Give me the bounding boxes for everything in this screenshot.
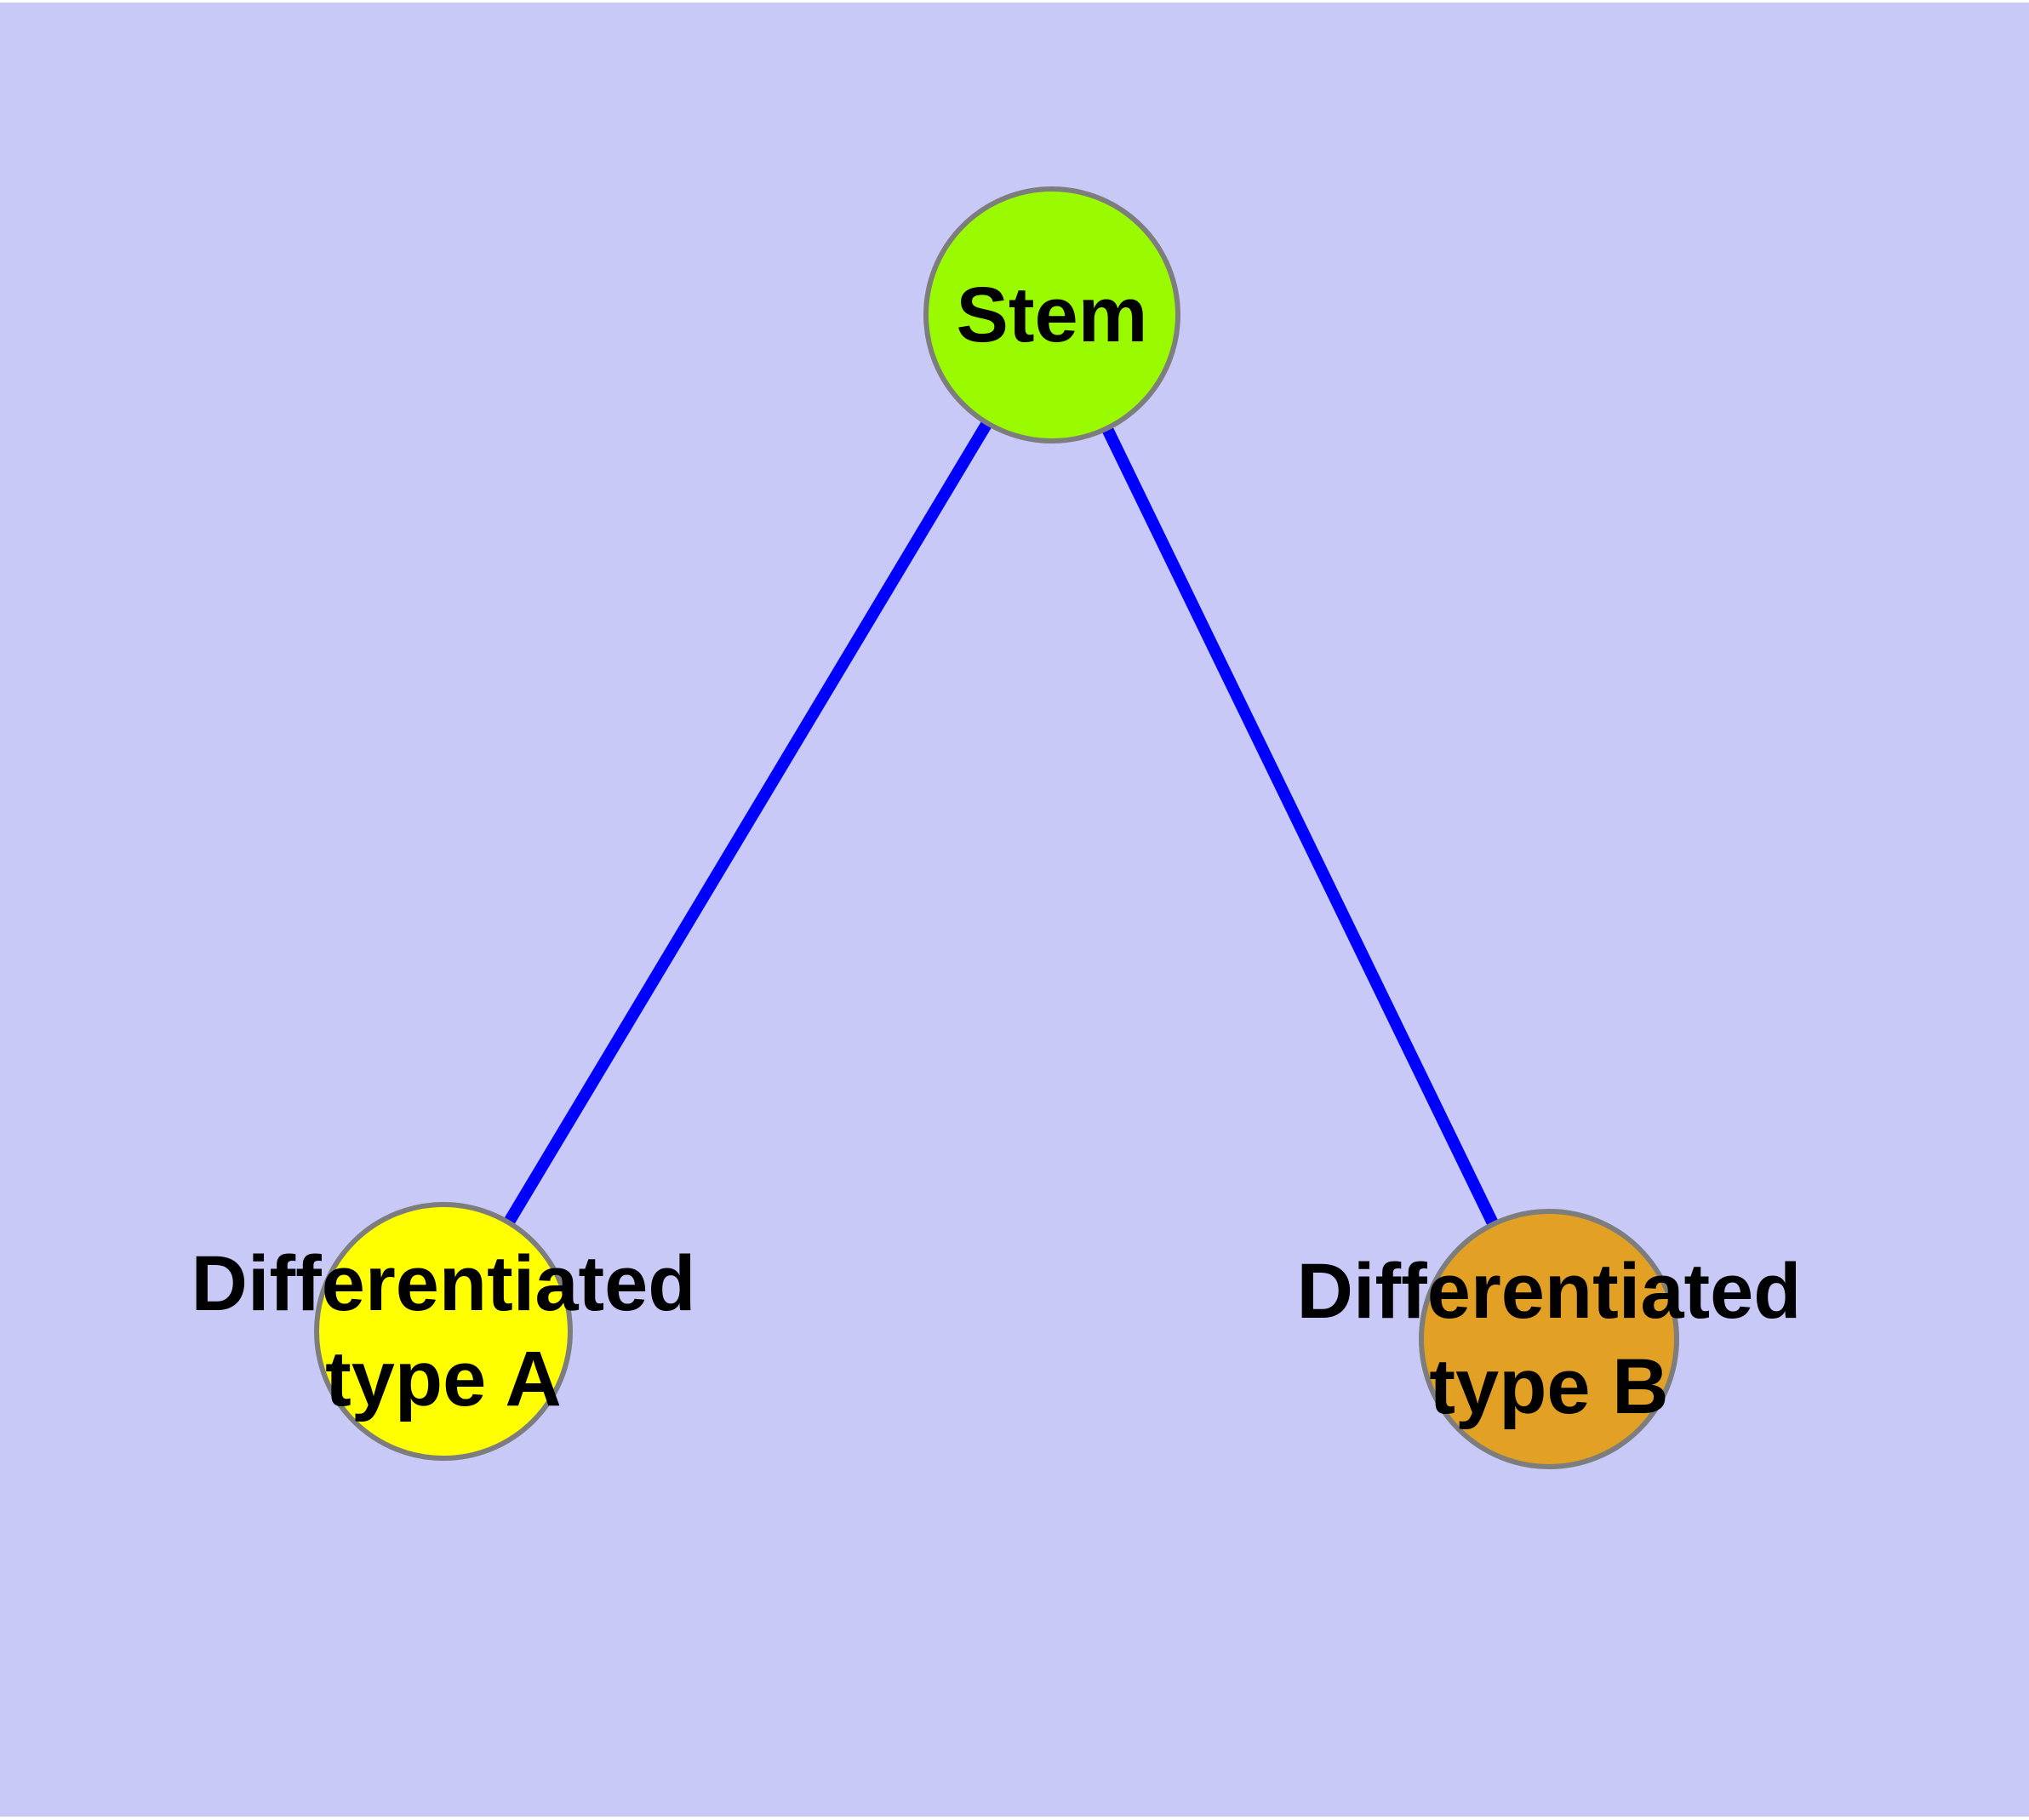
label-line: Differentiated — [1296, 1248, 1802, 1335]
label-line: Differentiated — [191, 1240, 696, 1327]
node-label-stem: Stem — [957, 267, 1148, 363]
label-line: Stem — [956, 272, 1148, 358]
node-differentiated-type-a-circle — [314, 1202, 573, 1461]
edge-stem-to-type-a — [437, 312, 1058, 1335]
node-label-differentiated-type-a: Differentiated type A — [191, 1236, 696, 1427]
label-line: type B — [1429, 1343, 1669, 1430]
node-stem-circle — [923, 186, 1180, 444]
top-margin-strip — [0, 0, 2029, 3]
label-line: type A — [325, 1336, 562, 1422]
edge-stem-to-type-b — [1046, 312, 1555, 1342]
bottom-margin-strip — [0, 1817, 2029, 1820]
node-label-differentiated-type-b: Differentiated type B — [1297, 1244, 1802, 1434]
node-differentiated-type-b-circle — [1419, 1209, 1679, 1469]
